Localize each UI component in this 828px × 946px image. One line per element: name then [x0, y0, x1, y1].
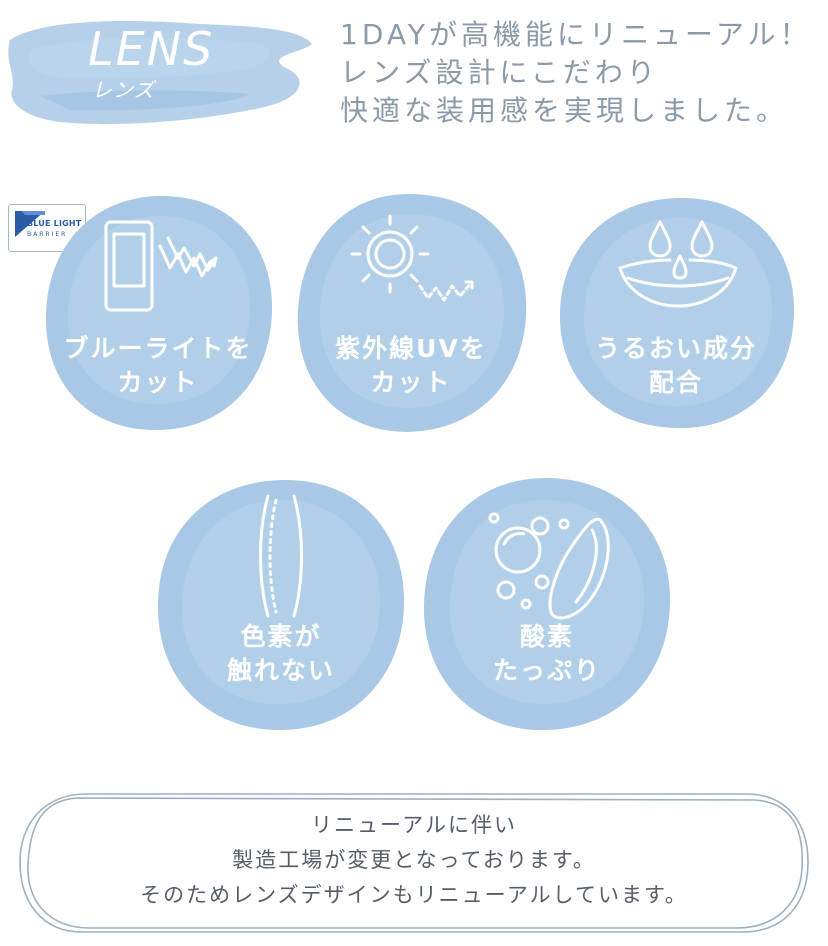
notice-line: そのためレンズデザインもリニューアルしています。: [140, 883, 688, 907]
feature-uv-cut: 紫外線UVを カット: [290, 190, 532, 436]
notice-line: リニューアルに伴い: [311, 813, 517, 837]
smartphone-blue-light-icon: [104, 220, 218, 312]
blue-light-barrier-badge: BLUE LIGHT BARRIER: [8, 204, 86, 252]
lens-title: LENS: [88, 22, 215, 76]
feature-pigment-sealed: 色素が 触れない: [150, 470, 412, 738]
badge-line2: BARRIER: [27, 231, 68, 238]
feature-label: ブルーライトを カット: [63, 334, 253, 397]
lens-brush-background: [8, 21, 312, 125]
feature-label: 紫外線UVを カット: [335, 334, 487, 397]
oxygen-bubbles-lens-icon: [488, 512, 610, 620]
intro-line: 1DAYが高機能にリニューアル！: [340, 18, 812, 51]
notice-frame: [19, 793, 809, 933]
badge-logo-icon: [15, 211, 45, 237]
notice-line: 製造工場が変更となっております。: [232, 848, 596, 872]
feature-moisture: うるおい成分 配合: [552, 190, 800, 436]
notice-text: リニューアルに伴い 製造工場が変更となっております。 そのためレンズデザインもリ…: [20, 808, 808, 913]
badge-line1: BLUE LIGHT: [27, 219, 82, 228]
feature-label: 色素が 触れない: [226, 622, 335, 685]
feature-label: うるおい成分 配合: [594, 334, 757, 397]
intro-line: 快適な装用感を実現しました。: [340, 94, 789, 127]
watercolor-blob: [157, 479, 405, 730]
lens-cross-section-icon: [259, 494, 303, 618]
feature-label: 酸素 たっぷり: [492, 622, 601, 685]
intro-line: レンズ設計にこだわり: [340, 56, 659, 89]
sun-uv-icon: [350, 214, 474, 302]
moisture-drops-lens-icon: [618, 220, 738, 308]
feature-oxygen-rich: 酸素 たっぷり: [416, 470, 678, 738]
intro-text: 1DAYが高機能にリニューアル！ レンズ設計にこだわり 快適な装用感を実現しまし…: [340, 16, 820, 130]
lens-subtitle: レンズ: [92, 78, 155, 102]
feature-blue-light-cut: ブルーライトを カット: [38, 190, 278, 436]
